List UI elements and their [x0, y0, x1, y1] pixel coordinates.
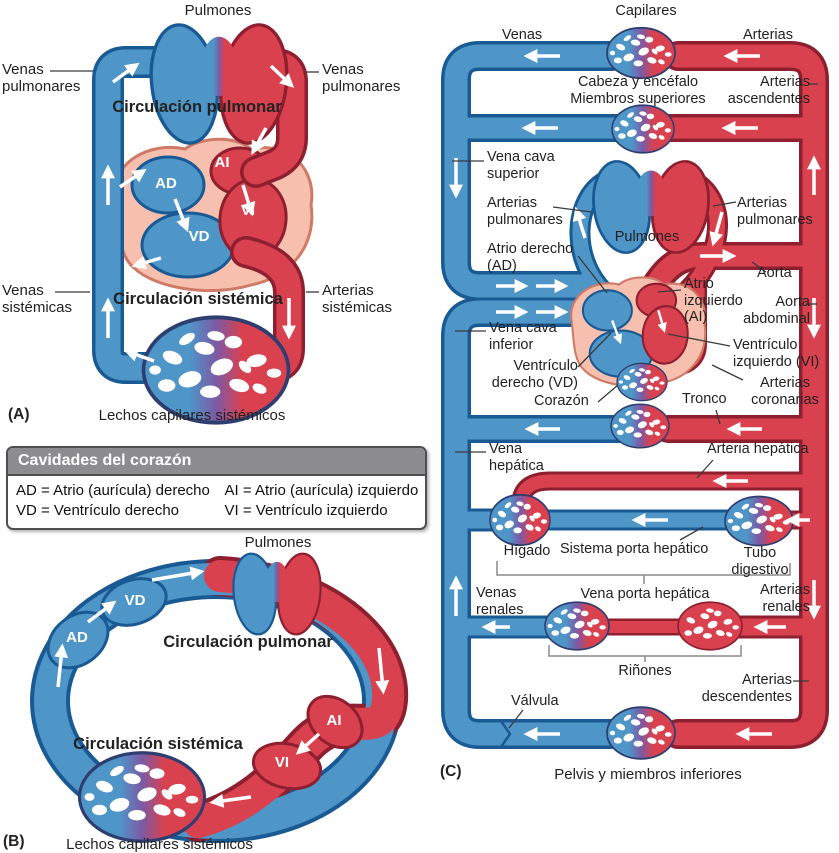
legend-body: AD = Atrio (aurícula) derecho AI = Atrio… [8, 476, 425, 528]
label-valvula: Válvula [511, 693, 559, 709]
chamber-ai-b: AI [326, 712, 342, 729]
label-pulmones-c: Pulmones [614, 229, 680, 245]
label-capilares: Capilares [615, 3, 677, 19]
label-venas-renales: Venas renales [476, 585, 524, 618]
leader-lines-c [452, 83, 818, 729]
panel-a-caption: Lechos capilares sistémicos [98, 407, 286, 424]
label-corazon: Corazón [534, 393, 589, 409]
label-circulacion-pulmonar-b: Circulación pulmonar [163, 633, 333, 651]
label-arterias-ascendentes: Arterias ascendentes [727, 74, 810, 107]
legend-item-vi: VI = Ventrículo izquierdo [224, 502, 388, 520]
chamber-ad-a: AD [155, 175, 177, 192]
legend-item-vd: VD = Ventrículo derecho [16, 502, 180, 520]
label-vena-hepatica: Vena hepática [489, 441, 544, 474]
label-circulacion-sistemica-b: Circulación sistémica [73, 735, 243, 753]
label-venas-sistemicas: Venas sistémicas [2, 282, 73, 317]
label-tubo-digestivo: Tubo digestivo [731, 545, 789, 578]
legend-box: Cavidades del corazón AD = Atrio (aurícu… [6, 446, 427, 530]
panel-a-tag: (A) [8, 406, 30, 423]
label-pulmones-a: Pulmones [184, 2, 252, 19]
panel-b-art [30, 550, 409, 843]
label-ventriculo-izquierdo: Ventrículo izquierdo (VI) [733, 337, 820, 370]
label-higado: Hígado [503, 543, 551, 559]
flow-arrows-a [101, 62, 296, 363]
label-arterias-c: Arterias [743, 27, 793, 43]
label-circulacion-pulmonar-a: Circulación pulmonar [112, 98, 282, 116]
legend-item-ai: AI = Atrio (aurícula) izquierdo [224, 482, 419, 499]
label-ventriculo-derecho: Ventrículo derecho (VD) [491, 358, 578, 391]
panel-c-caption: Pelvis y miembros inferiores [554, 766, 742, 783]
label-sistema-porta: Sistema porta hepático [560, 541, 709, 557]
chamber-vi-a: VI [240, 202, 256, 219]
chamber-vd-a: VD [188, 228, 210, 245]
chamber-ai-a: AI [214, 154, 230, 171]
leader-lines-a [50, 70, 319, 293]
flow-arrows-b [54, 566, 390, 808]
label-venas-c: Venas [501, 27, 543, 43]
label-atrio-izquierdo: Atrio izquierdo (AI) [684, 276, 743, 326]
panel-b-tag: (B) [3, 833, 25, 850]
label-venas-pulmonares-left: Venas pulmonares [2, 61, 81, 96]
legend-title: Cavidades del corazón [8, 448, 425, 476]
label-vena-porta-hepatica: Vena porta hepática [580, 586, 710, 602]
bracket-lines [496, 561, 791, 662]
label-rinones: Riñones [618, 663, 672, 679]
panel-a-art [50, 19, 319, 425]
label-arterias-coronarias: Arterias coronarias [751, 375, 819, 408]
label-aorta: Aorta [757, 265, 792, 281]
label-atrio-derecho: Atrio derecho (AD) [487, 241, 574, 274]
label-arterias-sistemicas: Arterias sistémicas [322, 282, 393, 317]
label-vena-cava-inferior: Vena cava inferior [489, 320, 557, 353]
label-arteria-hepatica: Arteria hepática [707, 441, 809, 457]
label-arterias-pulmonares-der: Arterias pulmonares [737, 195, 813, 228]
label-circulacion-sistemica-a: Circulación sistémica [113, 290, 283, 308]
label-cabeza-encefalo: Cabeza y encéfalo Miembros superiores [570, 74, 706, 107]
label-pulmones-b: Pulmones [244, 534, 312, 551]
panel-c-art [441, 26, 829, 760]
chamber-ad-b: AD [66, 629, 88, 646]
label-arterias-descendentes: Arterias descendentes [701, 672, 792, 705]
label-arterias-pulmonares-izq: Arterias pulmonares [487, 195, 563, 228]
label-arterias-renales: Arterias renales [760, 582, 810, 615]
label-tronco: Tronco [682, 391, 727, 407]
flow-arrows-c [449, 49, 821, 741]
label-vena-cava-superior: Vena cava superior [487, 149, 555, 182]
valve-mark [499, 720, 512, 748]
panel-c-tag: (C) [440, 763, 462, 780]
chamber-vi-b: VI [274, 754, 290, 771]
chamber-vd-b: VD [124, 592, 146, 609]
label-aorta-abdominal: Aorta abdominal [743, 294, 810, 327]
legend-item-ad: AD = Atrio (aurícula) derecho [16, 482, 210, 499]
label-venas-pulmonares-right: Venas pulmonares [322, 61, 401, 96]
panel-b-caption: Lechos capilares sistémicos [66, 836, 253, 853]
